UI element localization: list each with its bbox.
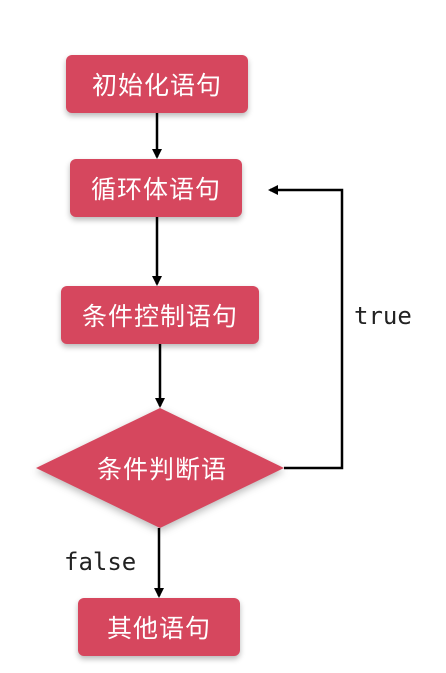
condition-diamond bbox=[36, 408, 284, 528]
init-statement-node: 初始化语句 bbox=[66, 55, 248, 113]
condition-control-node: 条件控制语句 bbox=[61, 286, 259, 344]
condition-check-label: 条件判断语 bbox=[96, 455, 227, 484]
arrow-condition-to-body-true bbox=[268, 185, 344, 470]
false-edge-label: false bbox=[64, 548, 137, 576]
true-edge-label: true bbox=[354, 302, 412, 330]
other-statement-node: 其他语句 bbox=[78, 598, 240, 656]
loop-body-node: 循环体语句 bbox=[70, 159, 242, 217]
